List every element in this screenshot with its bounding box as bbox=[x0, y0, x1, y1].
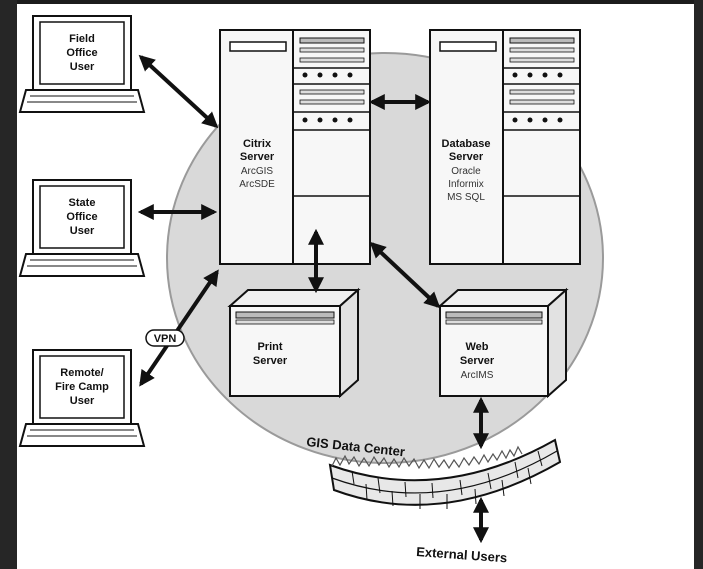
web-server-title-1: Web bbox=[465, 341, 488, 353]
web-software-1: ArcIMS bbox=[461, 370, 494, 381]
laptop-2-line-1: State bbox=[69, 197, 96, 209]
laptop-2-line-3: User bbox=[70, 225, 95, 237]
citrix-server: Citrix Server ArcGIS ArcSDE bbox=[219, 29, 371, 265]
laptop-3-line-2: Fire Camp bbox=[55, 381, 109, 393]
print-server: Print Server bbox=[227, 287, 361, 399]
laptop-1-line-2: Office bbox=[66, 47, 97, 59]
database-software-3: MS SQL bbox=[447, 192, 485, 203]
citrix-server-title-1: Citrix bbox=[243, 138, 272, 150]
diagram-canvas: Citrix Server ArcGIS ArcSDE Database Ser… bbox=[17, 4, 694, 569]
laptop-field-office: Field Office User bbox=[18, 15, 146, 113]
database-software-1: Oracle bbox=[451, 166, 481, 177]
window-top-edge bbox=[0, 0, 703, 4]
web-server-title-2: Server bbox=[460, 355, 495, 367]
print-server-title-2: Server bbox=[253, 355, 288, 367]
laptop-remote-fire-camp: Remote/ Fire Camp User bbox=[18, 349, 146, 447]
laptop-state-office: State Office User bbox=[18, 179, 146, 277]
vpn-label: VPN bbox=[154, 333, 177, 345]
citrix-server-title-2: Server bbox=[240, 151, 275, 163]
citrix-software-2: ArcSDE bbox=[239, 179, 275, 190]
window-left-edge bbox=[0, 0, 17, 569]
citrix-software-1: ArcGIS bbox=[241, 166, 274, 177]
web-server: Web Server ArcIMS bbox=[437, 287, 569, 399]
laptop-3-line-3: User bbox=[70, 395, 95, 407]
external-users-label: External Users bbox=[416, 544, 508, 565]
print-server-title-1: Print bbox=[257, 341, 282, 353]
window-right-edge bbox=[694, 0, 703, 569]
laptop-1-line-3: User bbox=[70, 61, 95, 73]
database-software-2: Informix bbox=[448, 179, 484, 190]
connection-arrows bbox=[137, 54, 489, 544]
vpn-badge: VPN bbox=[145, 329, 185, 347]
database-server-title-1: Database bbox=[442, 138, 491, 150]
firewall-wall bbox=[328, 438, 562, 509]
laptop-1-line-1: Field bbox=[69, 33, 95, 45]
gis-architecture-diagram: Citrix Server ArcGIS ArcSDE Database Ser… bbox=[18, 15, 604, 565]
database-server-title-2: Server bbox=[449, 151, 484, 163]
laptop-2-line-2: Office bbox=[66, 211, 97, 223]
laptop-3-line-1: Remote/ bbox=[60, 367, 103, 379]
database-server: Database Server Oracle Informix MS SQL bbox=[429, 29, 581, 265]
